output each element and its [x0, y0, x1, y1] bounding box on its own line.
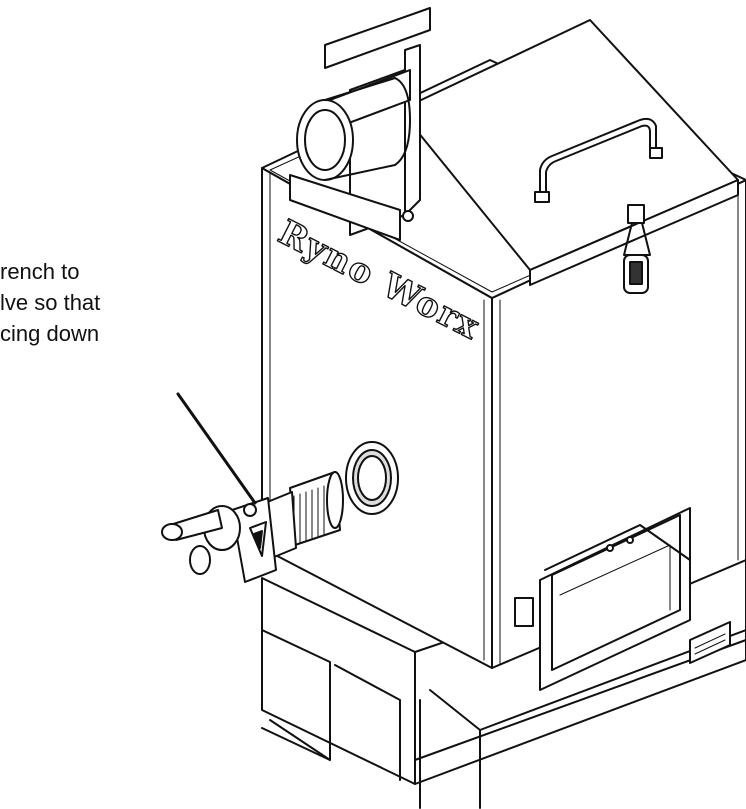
callout-line-2: lve so that	[0, 290, 101, 315]
lid-handle	[534, 117, 663, 203]
valve-assembly	[161, 471, 344, 583]
inlet-pipe	[289, 7, 431, 241]
nameplate	[689, 621, 731, 664]
callout-line-3: cing down	[0, 321, 100, 346]
callout-leader-line	[176, 392, 257, 505]
side-port	[345, 441, 399, 515]
callout-line-1: rench to	[0, 259, 80, 284]
callout-text: rench to lve so that cing down	[0, 256, 320, 349]
access-opening	[514, 507, 691, 691]
lid-latch	[623, 204, 651, 294]
